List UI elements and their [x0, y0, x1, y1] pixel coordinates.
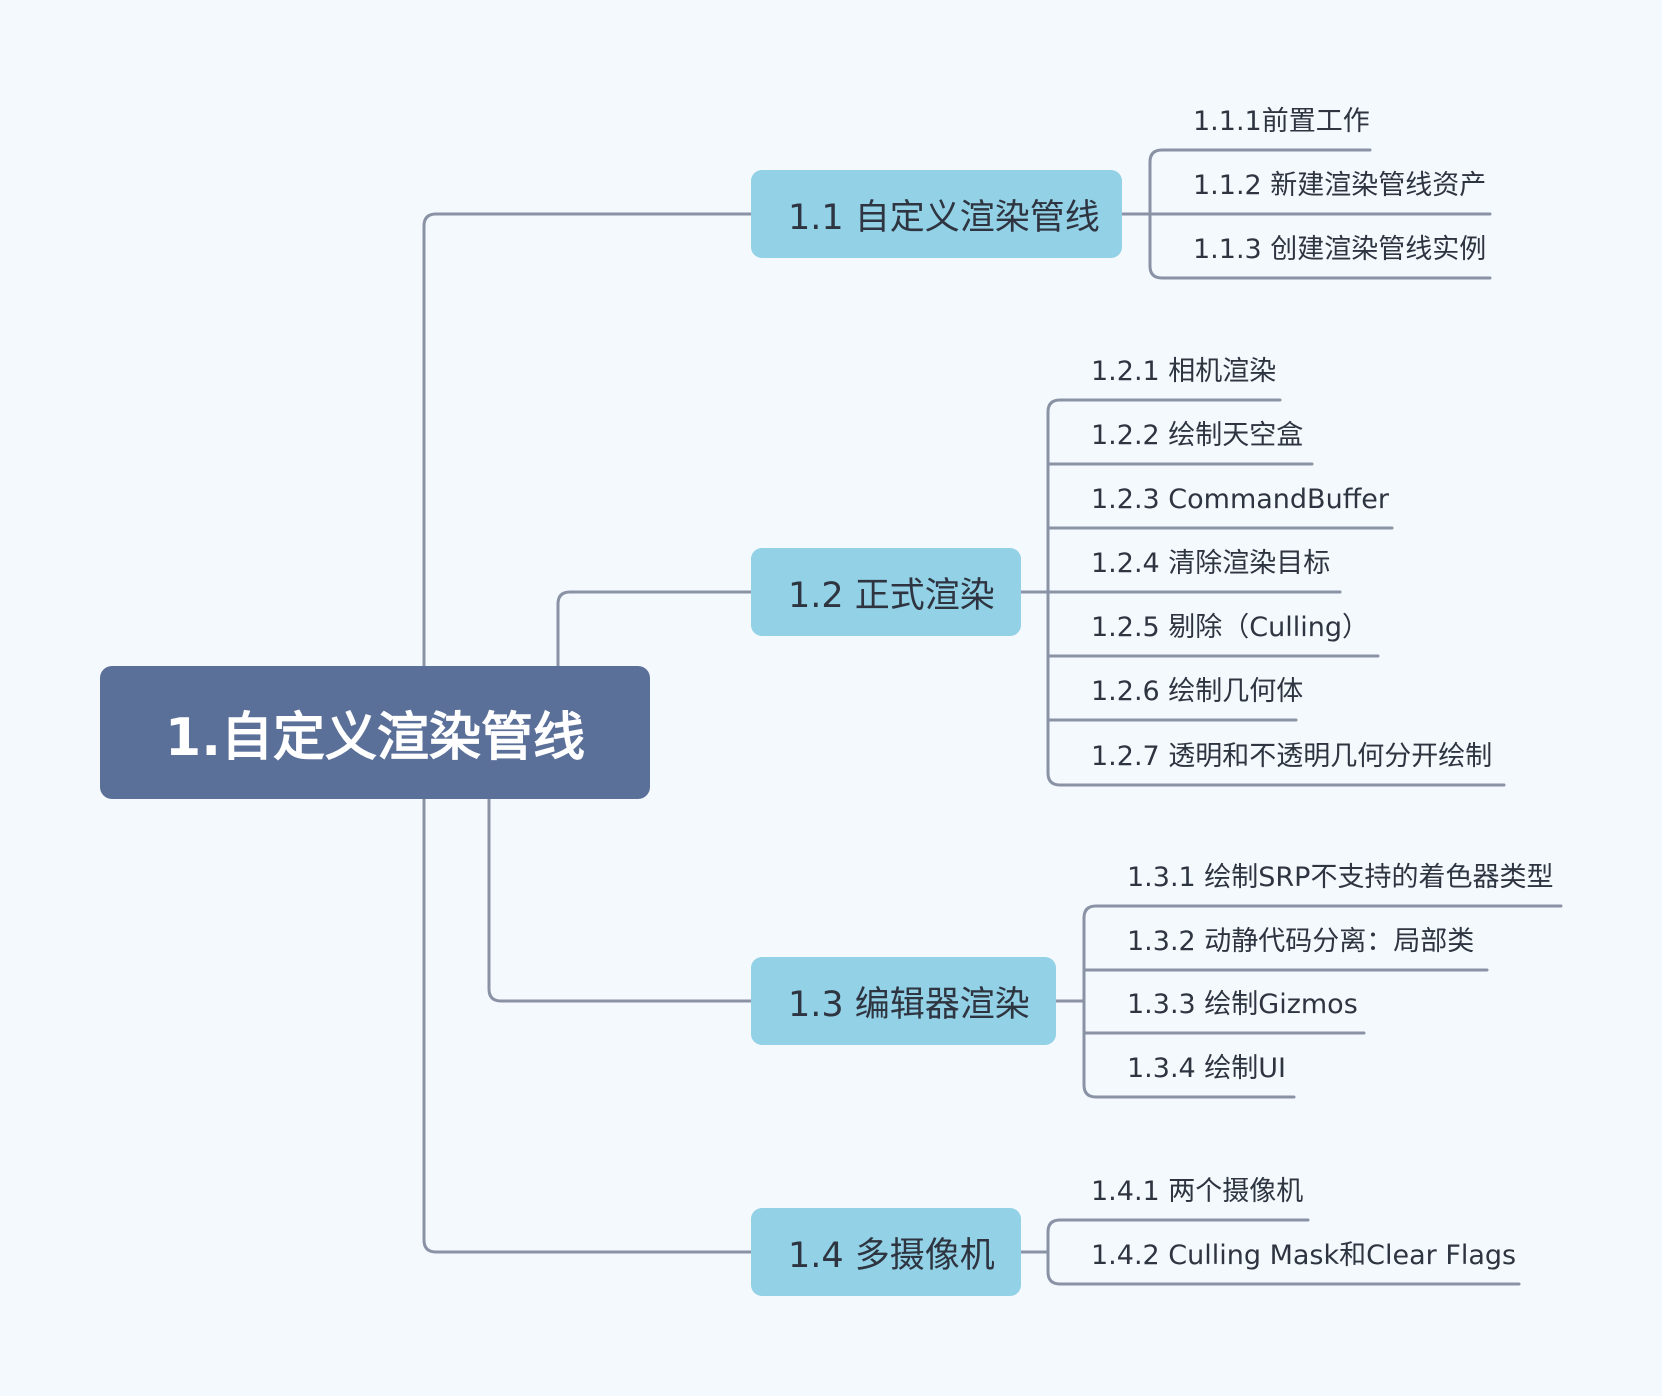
- leaf-node-1-1-2[interactable]: 1.1.2 新建渲染管线资产: [1193, 170, 1487, 201]
- leaf-node-1-2-2[interactable]: 1.2.2 绘制天空盒: [1091, 420, 1304, 451]
- leaf-node-1-2-6[interactable]: 1.2.6 绘制几何体: [1091, 676, 1304, 707]
- leaf-node-1-1-1[interactable]: 1.1.1前置工作: [1193, 106, 1370, 137]
- root-node-label: 1.自定义渲染管线: [165, 708, 585, 768]
- connector-root-1-1: [422, 212, 753, 668]
- branch-node-label: 1.4 多摄像机: [788, 1235, 995, 1276]
- leaf-node-1-3-3[interactable]: 1.3.3 绘制Gizmos: [1127, 989, 1358, 1020]
- branch-node-1-1[interactable]: 1.1 自定义渲染管线: [751, 170, 1122, 258]
- connector-root-1-4: [422, 797, 753, 1254]
- branch-node-label: 1.2 正式渲染: [788, 575, 995, 616]
- leaf-node-1-3-4[interactable]: 1.3.4 绘制UI: [1127, 1053, 1287, 1084]
- connector-root-1-3: [487, 797, 753, 1003]
- leaf-node-1-4-2[interactable]: 1.4.2 Culling Mask和Clear Flags: [1091, 1240, 1517, 1271]
- branch-node-label: 1.1 自定义渲染管线: [788, 197, 1100, 238]
- connector-1-2-spine: [1046, 398, 1506, 787]
- leaf-node-1-4-1[interactable]: 1.4.1 两个摄像机: [1091, 1176, 1304, 1207]
- leaf-node-1-3-1[interactable]: 1.3.1 绘制SRP不支持的着色器类型: [1127, 862, 1554, 893]
- connector-1-1-spine: [1148, 148, 1492, 280]
- leaf-node-1-2-1[interactable]: 1.2.1 相机渲染: [1091, 356, 1277, 387]
- connector-root-1-2: [556, 590, 753, 668]
- connector-1-4-spine: [1046, 1218, 1521, 1286]
- leaf-node-1-3-2[interactable]: 1.3.2 动静代码分离：局部类: [1127, 926, 1475, 957]
- branch-node-1-2[interactable]: 1.2 正式渲染: [751, 548, 1021, 636]
- root-node[interactable]: 1.自定义渲染管线: [100, 666, 650, 799]
- leaf-node-1-2-4[interactable]: 1.2.4 清除渲染目标: [1091, 548, 1331, 579]
- branch-node-1-3[interactable]: 1.3 编辑器渲染: [751, 957, 1056, 1045]
- connector-1-3-spine: [1082, 904, 1563, 1099]
- leaf-node-1-2-7[interactable]: 1.2.7 透明和不透明几何分开绘制: [1091, 741, 1493, 772]
- leaf-node-1-2-5[interactable]: 1.2.5 剔除（Culling）: [1091, 612, 1370, 643]
- branch-node-1-4[interactable]: 1.4 多摄像机: [751, 1208, 1021, 1296]
- branch-node-label: 1.3 编辑器渲染: [788, 984, 1030, 1025]
- leaf-node-1-2-3[interactable]: 1.2.3 CommandBuffer: [1091, 484, 1390, 515]
- leaf-node-1-1-3[interactable]: 1.1.3 创建渲染管线实例: [1193, 234, 1487, 265]
